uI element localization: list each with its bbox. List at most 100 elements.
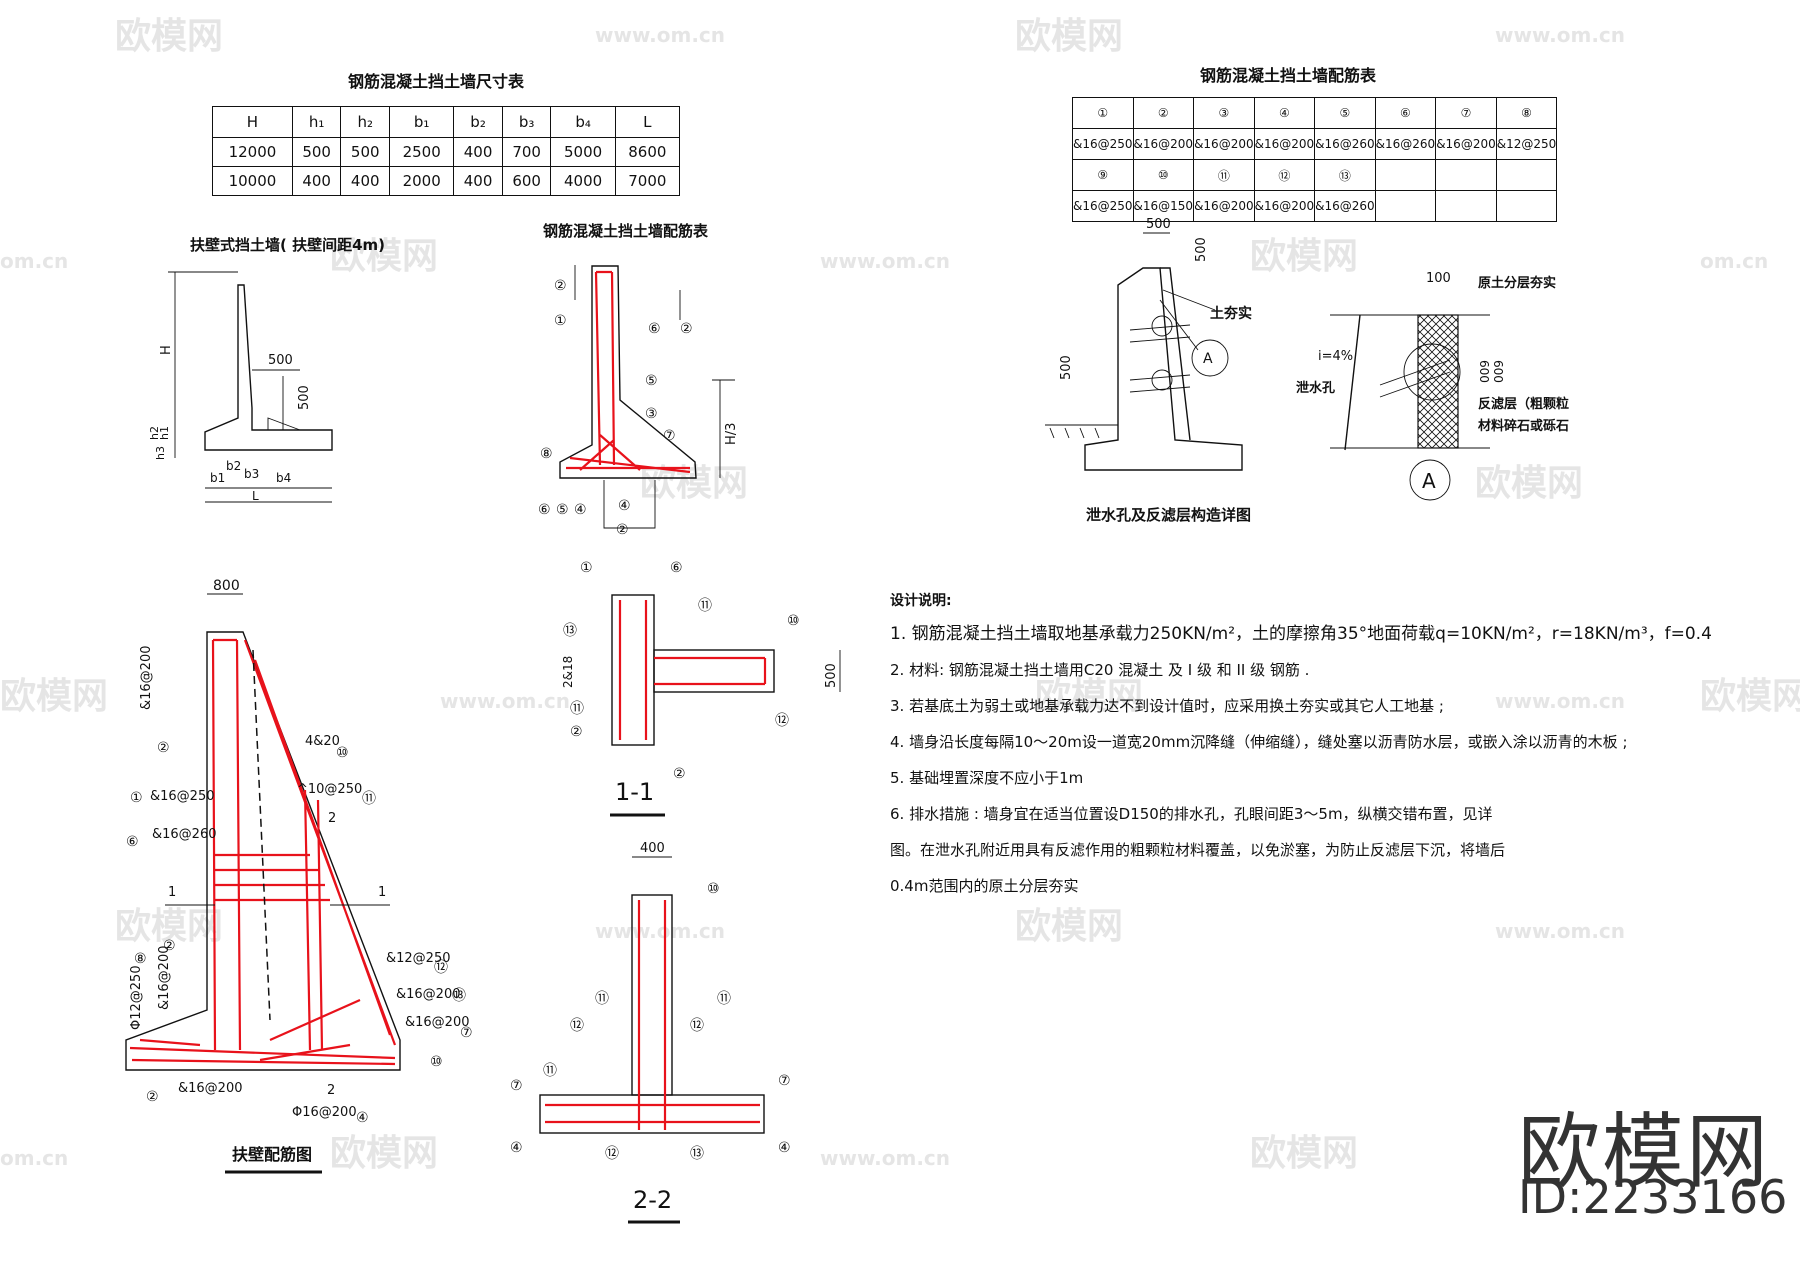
drain-dim-500top: 500 — [1146, 217, 1171, 232]
fig-counterfort: 扶壁式挡土墙( 扶壁间距4m) H 500 500 h2 h1 h3 b1 b2… — [148, 236, 385, 503]
rebar-h1-2: ③ — [1193, 97, 1255, 129]
dim-row1-cell-0: 10000 — [212, 166, 293, 196]
dim-row1-cell-2: 400 — [340, 166, 391, 196]
drain-ref-A: A — [1203, 351, 1213, 367]
rebar-h2-4: ⑬ — [1314, 159, 1376, 191]
rebar-h1-3: ④ — [1253, 97, 1316, 129]
s11-c6: ⑥ — [670, 560, 683, 576]
fig-main: 800 &16@200 ② 4&20 ⑩ ① &16@250 ^10@250 ⑪… — [125, 578, 473, 1174]
main-r2b: &16@200 — [178, 1081, 243, 1096]
rebar-small-title: 钢筋混凝土挡土墙配筋表 — [543, 222, 709, 240]
callout-5b: ⑤ — [556, 502, 569, 518]
dim-b1: b1 — [210, 471, 225, 485]
watermark-9: 欧模网 — [640, 463, 748, 504]
rebar-v2-5 — [1374, 190, 1437, 222]
s11-c10: ⑩ — [787, 613, 800, 629]
watermark-2: 欧模网 — [1015, 16, 1123, 57]
brand-logo-text: 欧模网 — [1518, 1105, 1771, 1200]
main-c2c: ② — [146, 1089, 159, 1105]
detail-600a: 600 — [1477, 360, 1491, 383]
callout-8: ⑧ — [540, 446, 553, 462]
main-c7: ⑦ — [460, 1025, 473, 1041]
s22-c4b: ④ — [778, 1140, 791, 1156]
note-item-6: 图。在泄水孔附近用具有反滤作用的粗颗粒材料覆盖，以免淤塞，为防止反滤层下沉，将墙… — [890, 841, 1506, 859]
rebar-h1-0: ① — [1072, 97, 1134, 129]
s11-c2: ② — [570, 724, 583, 740]
watermark-4: 欧模网 — [330, 236, 438, 277]
s22-c7b: ⑦ — [778, 1073, 791, 1089]
main-c1: ① — [130, 790, 143, 806]
detail-slope: i=4% — [1318, 349, 1353, 364]
watermark-19: www.om.cn — [1495, 919, 1625, 943]
design-notes: 设计说明: 1. 钢筋混凝土挡土墙取地基承载力250KN/m²，土的摩擦角35°… — [890, 590, 1770, 904]
main-c2b: ② — [163, 938, 176, 954]
dim-header-1: h₁ — [291, 106, 342, 138]
main-dim-800: 800 — [213, 578, 240, 594]
main-r8: Φ12@250 — [129, 965, 144, 1030]
note-item-5: 6. 排水措施 : 墙身宜在适当位置设D150的排水孔，孔眼间距3～5m，纵横交… — [890, 805, 1493, 823]
note-item-2: 3. 若基底土为弱土或地基承载力达不到设计值时，应采用换土夯实或其它人工地基 ; — [890, 697, 1444, 715]
rebar-v2-7 — [1495, 190, 1558, 222]
s22-c11b: ⑪ — [717, 991, 731, 1007]
rebar-h2-6 — [1435, 159, 1497, 191]
dim-row1-cell-6: 4000 — [550, 166, 616, 196]
dim-header-2: h₂ — [340, 106, 391, 138]
rebar-v2-3: &16@200 — [1253, 190, 1316, 222]
dim-row0-cell-1: 500 — [291, 137, 342, 167]
dim-h1: h1 — [158, 426, 171, 440]
main-c8: ⑧ — [134, 951, 147, 967]
rebar-v1-2: &16@200 — [1193, 128, 1255, 160]
dim-b3: b3 — [244, 467, 259, 481]
note-item-1: 2. 材料: 钢筋混凝土挡土墙用C20 混凝土 及 I 级 和 II 级 钢筋 … — [890, 661, 1310, 679]
main-4_20: 4&20 — [305, 734, 340, 749]
drain-title: 泄水孔及反滤层构造详图 — [1086, 506, 1251, 524]
s22-c10: ⑩ — [707, 881, 720, 897]
fig-rebar-small: 钢筋混凝土挡土墙配筋表 H/3 ① ② ② ③ ④ ⑤ ⑥ ⑦ ⑧ ⑥ ⑤ ④ … — [538, 222, 739, 538]
drain-soil-label: 土夯实 — [1210, 305, 1252, 322]
main-s1b: 1 — [378, 885, 386, 900]
callout-2c: ② — [616, 522, 629, 538]
dim-500a: 500 — [268, 353, 293, 368]
s11-dim-500: 500 — [824, 663, 839, 688]
dim-H3: H/3 — [724, 423, 739, 445]
main-c12: ⑫ — [434, 960, 448, 976]
watermark-1: www.om.cn — [595, 23, 725, 47]
watermark-6: 欧模网 — [1250, 236, 1358, 277]
watermark-14: www.om.cn — [1495, 689, 1625, 713]
detail-dim-100: 100 — [1426, 271, 1451, 286]
callout-6: ⑥ — [648, 321, 661, 337]
callout-3: ③ — [645, 406, 658, 422]
main-c6: ⑥ — [126, 834, 139, 850]
rebar-h1-6: ⑦ — [1435, 97, 1497, 129]
dim-H: H — [159, 345, 174, 355]
s22-c12b: ⑫ — [690, 1018, 704, 1034]
s22-c4: ④ — [510, 1140, 523, 1156]
note-item-3: 4. 墙身沿长度每隔10～20m设一道宽20mm沉降缝（伸缩缝），缝处塞以沥青防… — [890, 733, 1628, 751]
rebar-v1-0: &16@250 — [1072, 128, 1134, 160]
dim-h2: h2 — [148, 426, 161, 440]
watermark-16: 欧模网 — [115, 906, 223, 947]
callout-4: ④ — [618, 498, 631, 514]
dim-header-4: b₂ — [453, 106, 503, 138]
drain-dim-500side: 500 — [1194, 237, 1209, 262]
note-item-0: 1. 钢筋混凝土挡土墙取地基承载力250KN/m²，土的摩擦角35°地面荷载q=… — [890, 624, 1712, 644]
watermark-11: 欧模网 — [0, 676, 108, 717]
callout-7: ⑦ — [663, 428, 676, 444]
watermark-10: 欧模网 — [1475, 463, 1583, 504]
watermark-12: www.om.cn — [440, 689, 570, 713]
dim-row0-cell-7: 8600 — [614, 137, 681, 167]
dim-h3: h3 — [154, 446, 167, 460]
detail-filter2: 材料碎石或砾石 — [1478, 418, 1569, 434]
main-c4: ④ — [356, 1110, 369, 1126]
note-item-7: 0.4m范围内的原土分层夯实 — [890, 877, 1079, 895]
detail-layer-label: 原土分层夯实 — [1478, 275, 1556, 291]
rebar-h2-0: ⑨ — [1072, 159, 1134, 191]
dim-row0-cell-5: 700 — [501, 137, 552, 167]
callout-5: ⑤ — [645, 373, 658, 389]
dim-row1-cell-4: 400 — [453, 166, 503, 196]
s11-c1: ① — [580, 560, 593, 576]
section-2-2: 400 ⑩ ⑪ ⑪ ⑫ ⑫ ⑦ ⑦ ⑪ ④ ④ ⑫ ⑬ 2-2 — [510, 841, 791, 1224]
dim-500b: 500 — [297, 385, 312, 410]
